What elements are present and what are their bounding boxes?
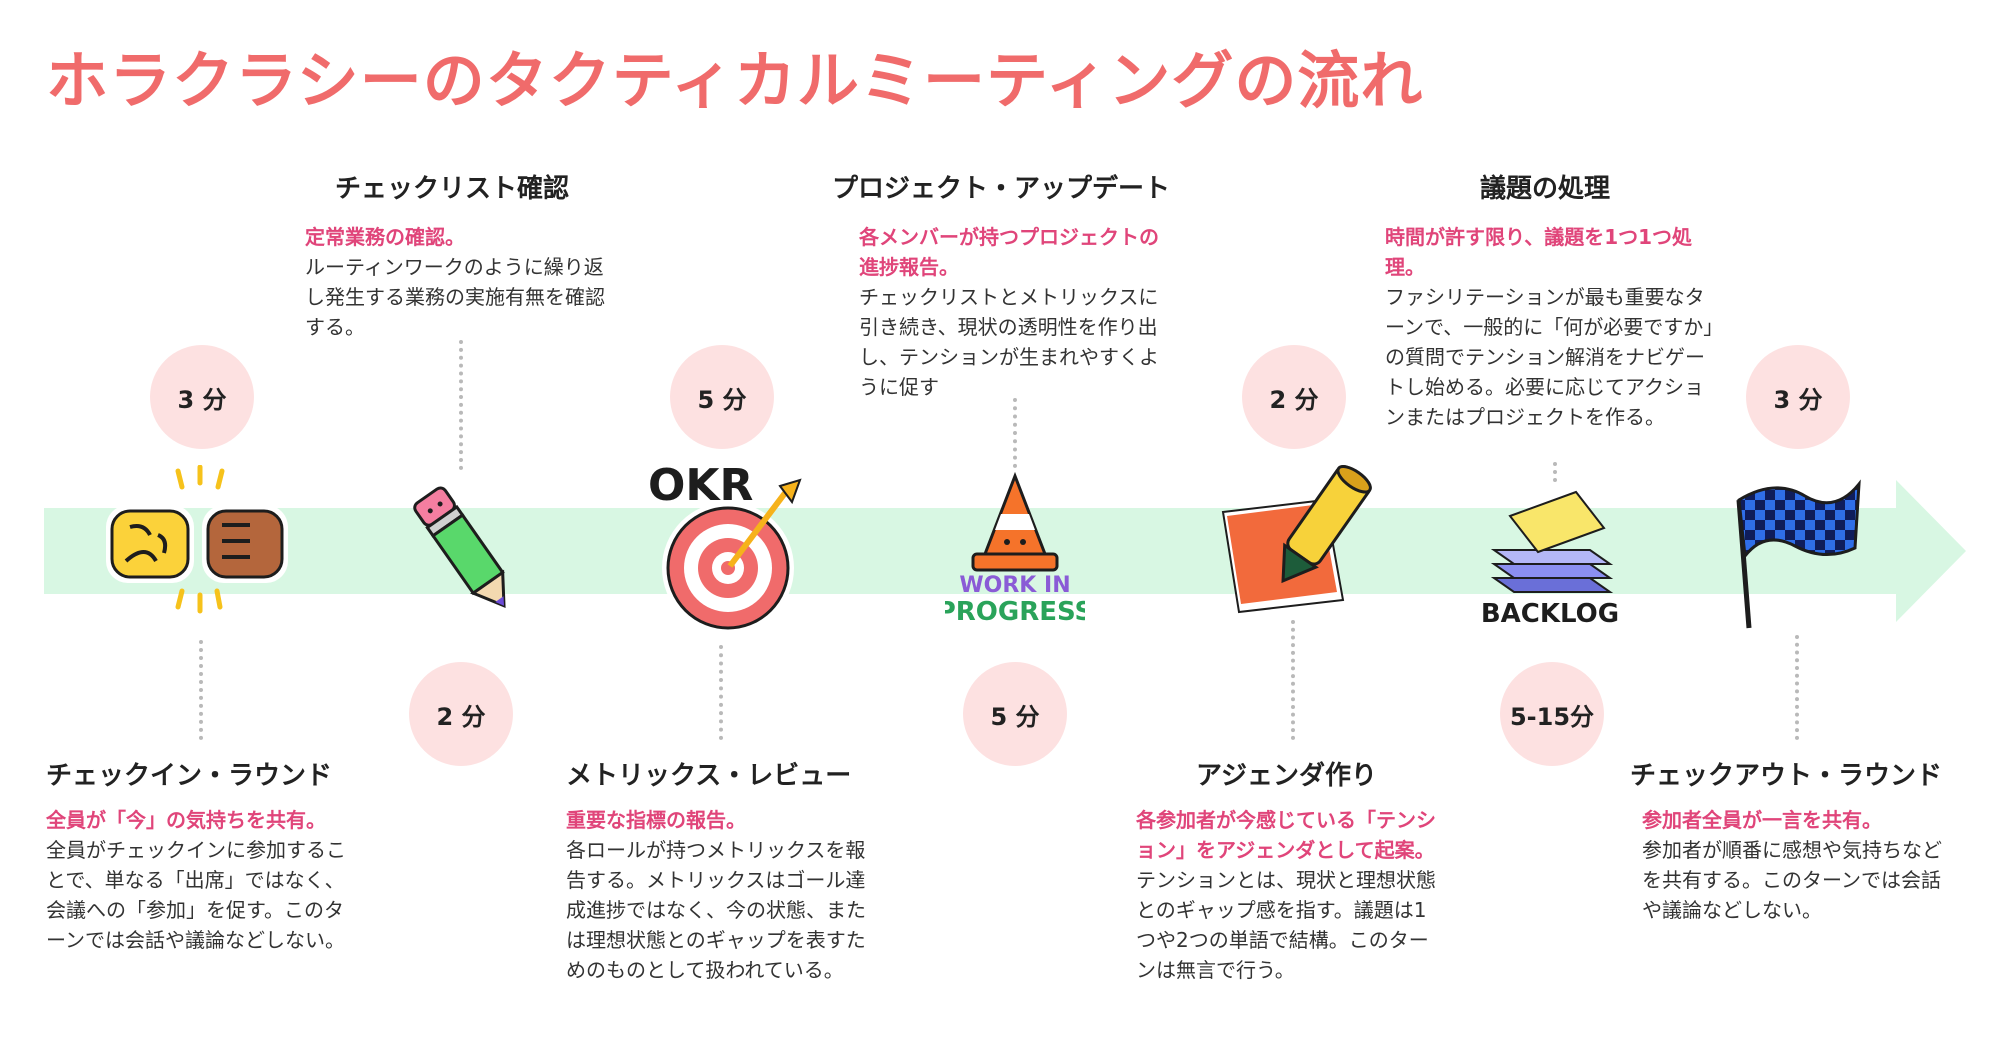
- page-title: ホラクラシーのタクティカルミーティングの流れ: [46, 44, 1424, 117]
- step-highlight-metrics: 重要な指標の報告。: [566, 808, 746, 832]
- step-text-metrics: 各ロールが持つメトリックスを報告する。メトリックスはゴール達成進捗ではなく、今の…: [566, 838, 866, 982]
- connector-project: [1013, 398, 1017, 468]
- time-badge-checkin: 3 分: [150, 345, 254, 449]
- time-badge-checklist: 2 分: [409, 662, 513, 766]
- step-highlight-triage: 時間が許す限り、議題を1つ1つ処理。: [1385, 225, 1693, 279]
- connector-agenda: [1291, 620, 1295, 740]
- step-text-checkin: 全員がチェックインに参加することで、単なる「出席」ではなく、会議への「参加」を促…: [46, 838, 346, 952]
- time-badge-agenda: 2 分: [1242, 345, 1346, 449]
- step-highlight-project: 各メンバーが持つプロジェクトの進捗報告。: [859, 225, 1159, 279]
- time-badge-project: 5 分: [963, 662, 1067, 766]
- progress-label: PROGRESS: [945, 597, 1085, 627]
- step-body-project: 各メンバーが持つプロジェクトの進捗報告。 チェックリストとメトリックスに引き続き…: [859, 222, 1159, 402]
- checkered-flag-icon: [1725, 470, 1865, 634]
- notepad-pencil-icon: [1215, 460, 1375, 624]
- step-highlight-checkout: 参加者全員が一言を共有。: [1642, 808, 1882, 832]
- time-badge-checkout: 3 分: [1746, 345, 1850, 449]
- fist-bump-icon: [100, 464, 290, 619]
- connector-metrics: [719, 645, 723, 740]
- backlog-label: BACKLOG: [1481, 599, 1619, 628]
- step-text-checklist: ルーティンワークのように繰り返し発生する業務の実施有無を確認する。: [305, 255, 605, 339]
- step-highlight-checklist: 定常業務の確認。: [305, 225, 465, 249]
- backlog-stack-icon: BACKLOG: [1480, 488, 1630, 632]
- step-highlight-agenda: 各参加者が今感じている「テンション」をアジェンダとして起案。: [1136, 808, 1436, 862]
- step-body-metrics: 重要な指標の報告。 各ロールが持つメトリックスを報告する。メトリックスはゴール達…: [566, 805, 872, 985]
- step-text-agenda: テンションとは、現状と理想状態とのギャップ感を指す。議題は1つや2つの単語で結構…: [1136, 868, 1436, 982]
- timeline-arrowhead: [1896, 480, 1966, 622]
- step-title-project: プロジェクト・アップデート: [832, 174, 1171, 204]
- step-text-project: チェックリストとメトリックスに引き続き、現状の透明性を作り出し、テンションが生ま…: [859, 285, 1159, 399]
- connector-triage: [1553, 462, 1557, 482]
- step-title-triage: 議題の処理: [1480, 174, 1611, 204]
- step-text-triage: ファシリテーションが最も重要なターンで、一般的に「何が必要ですか」の質問でテンシ…: [1385, 285, 1714, 429]
- work-in-label: WORK IN: [959, 573, 1070, 598]
- step-body-agenda: 各参加者が今感じている「テンション」をアジェンダとして起案。 テンションとは、現…: [1136, 805, 1442, 985]
- step-title-agenda: アジェンダ作り: [1196, 761, 1377, 791]
- step-text-checkout: 参加者が順番に感想や気持ちなどを共有する。このターンでは会話や議論などしない。: [1642, 838, 1942, 922]
- step-title-metrics: メトリックス・レビュー: [566, 761, 852, 791]
- step-body-checkout: 参加者全員が一言を共有。 参加者が順番に感想や気持ちなどを共有する。このターンで…: [1642, 805, 1948, 925]
- connector-checklist: [459, 340, 463, 470]
- step-title-checklist: チェックリスト確認: [335, 174, 570, 204]
- okr-target-icon: OKR: [640, 458, 810, 642]
- pencil-icon: [405, 480, 525, 624]
- step-body-checklist: 定常業務の確認。 ルーティンワークのように繰り返し発生する業務の実施有無を確認す…: [305, 222, 611, 342]
- step-title-checkin: チェックイン・ラウンド: [46, 761, 333, 791]
- work-in-progress-cone-icon: WORK IN PROGRESS: [937, 470, 1093, 634]
- time-badge-triage: 5-15分: [1500, 662, 1604, 766]
- step-title-checkout: チェックアウト・ラウンド: [1630, 761, 1943, 791]
- step-body-checkin: 全員が「今」の気持ちを共有。 全員がチェックインに参加することで、単なる「出席」…: [46, 805, 346, 955]
- connector-checkout: [1795, 635, 1799, 740]
- time-badge-metrics: 5 分: [670, 345, 774, 449]
- step-body-triage: 時間が許す限り、議題を1つ1つ処理。 ファシリテーションが最も重要なターンで、一…: [1385, 222, 1715, 432]
- step-highlight-checkin: 全員が「今」の気持ちを共有。: [46, 808, 326, 832]
- connector-checkin: [199, 640, 203, 740]
